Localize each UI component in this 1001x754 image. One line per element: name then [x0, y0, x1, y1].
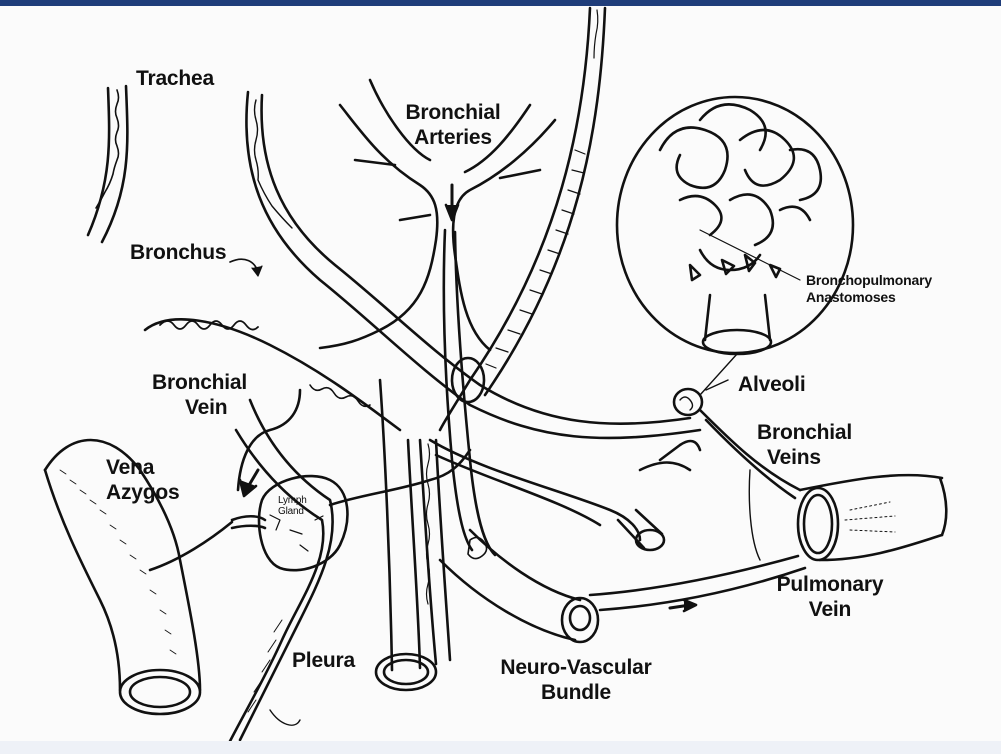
label-pulmonary-vein-line2: Vein: [770, 597, 890, 622]
label-bronchopulmonary-line2: Anastomoses: [806, 289, 932, 306]
label-bronchopulmonary-line1: Bronchopulmonary: [806, 272, 932, 289]
label-bronchial-veins-line2: Veins: [757, 445, 852, 470]
label-bronchus: Bronchus: [130, 240, 226, 265]
label-bronchial-veins-line1: Bronchial: [757, 420, 852, 445]
label-neurovascular-bundle-line1: Neuro-Vascular: [488, 655, 664, 680]
label-bronchial-vein-line2: Vein: [152, 395, 247, 420]
label-bronchial-veins: Bronchial Veins: [757, 420, 852, 470]
lymph-gland-shape: [259, 476, 347, 570]
label-alveoli: Alveoli: [738, 372, 805, 397]
alveoli-inset: [617, 97, 853, 354]
label-bronchial-arteries-line2: Arteries: [398, 125, 508, 150]
trachea-shape: [88, 86, 127, 242]
label-bronchial-arteries-line1: Bronchial: [398, 100, 508, 125]
label-lymph-gland-line2: Gland: [278, 506, 307, 517]
label-pulmonary-vein-line1: Pulmonary: [770, 572, 890, 597]
label-trachea: Trachea: [136, 66, 214, 91]
label-lymph-gland: Lymph Gland: [278, 495, 307, 517]
bottom-band: [0, 741, 1001, 754]
pleura-shape: [228, 400, 333, 745]
pulmonary-artery-shape: [440, 8, 605, 430]
neurovascular-bundle-shape: [440, 530, 598, 642]
label-bronchial-vein: Bronchial Vein: [152, 370, 247, 420]
label-bronchial-vein-line1: Bronchial: [152, 370, 247, 395]
label-pleura: Pleura: [292, 648, 355, 673]
central-vessel-shape: [376, 380, 450, 690]
label-vena-azygos-line1: Vena: [106, 455, 179, 480]
label-lymph-gland-line1: Lymph: [278, 495, 307, 506]
label-neurovascular-bundle: Neuro-Vascular Bundle: [488, 655, 664, 705]
label-pulmonary-vein: Pulmonary Vein: [770, 572, 890, 622]
label-neurovascular-bundle-line2: Bundle: [488, 680, 664, 705]
label-vena-azygos-line2: Azygos: [106, 480, 179, 505]
label-vena-azygos: Vena Azygos: [106, 455, 179, 505]
label-bronchopulmonary: Bronchopulmonary Anastomoses: [806, 272, 932, 306]
label-bronchial-arteries: Bronchial Arteries: [398, 100, 508, 150]
